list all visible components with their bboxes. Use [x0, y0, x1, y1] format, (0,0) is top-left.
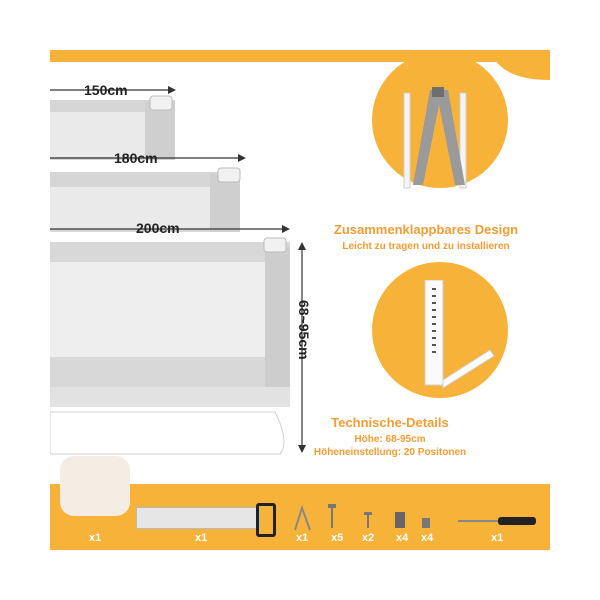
- feature-title-technical: Technische-Details: [331, 415, 449, 430]
- feature-height: Höhe: 68-95cm: [354, 434, 426, 445]
- qty-long-screw: x5: [331, 532, 344, 544]
- bed-rails-illustration: [50, 95, 290, 455]
- height-adjust-illustration: [424, 280, 495, 389]
- feature-subtitle-folding: Leicht zu tragen und zu installieren: [342, 241, 510, 252]
- height-range-label: 68~95cm: [296, 300, 312, 360]
- qty-bolt: x4: [396, 532, 409, 544]
- hardware-icons: [294, 504, 430, 531]
- strap-buckle-icon: [256, 503, 276, 537]
- width-label-180: 180cm: [114, 150, 158, 166]
- dimension-arrows: [50, 86, 306, 453]
- width-label-150: 150cm: [84, 82, 128, 98]
- qty-strap: x1: [195, 532, 208, 544]
- corner-connector-icon: [60, 456, 130, 516]
- strap-icon: [136, 507, 260, 529]
- qty-corner-connector: x1: [89, 532, 102, 544]
- screwdriver-icon: [458, 517, 536, 525]
- qty-nut: x4: [421, 532, 434, 544]
- qty-short-screw: x2: [362, 532, 375, 544]
- feature-title-folding: Zusammenklappbares Design: [333, 222, 519, 237]
- qty-screwdriver: x1: [491, 532, 504, 544]
- qty-hex-key: x1: [296, 532, 309, 544]
- width-label-200: 200cm: [136, 220, 180, 236]
- folding-hinge-illustration: [403, 87, 467, 189]
- feature-height-adjustment: Höheneinstellung: 20 Positonen: [313, 447, 467, 458]
